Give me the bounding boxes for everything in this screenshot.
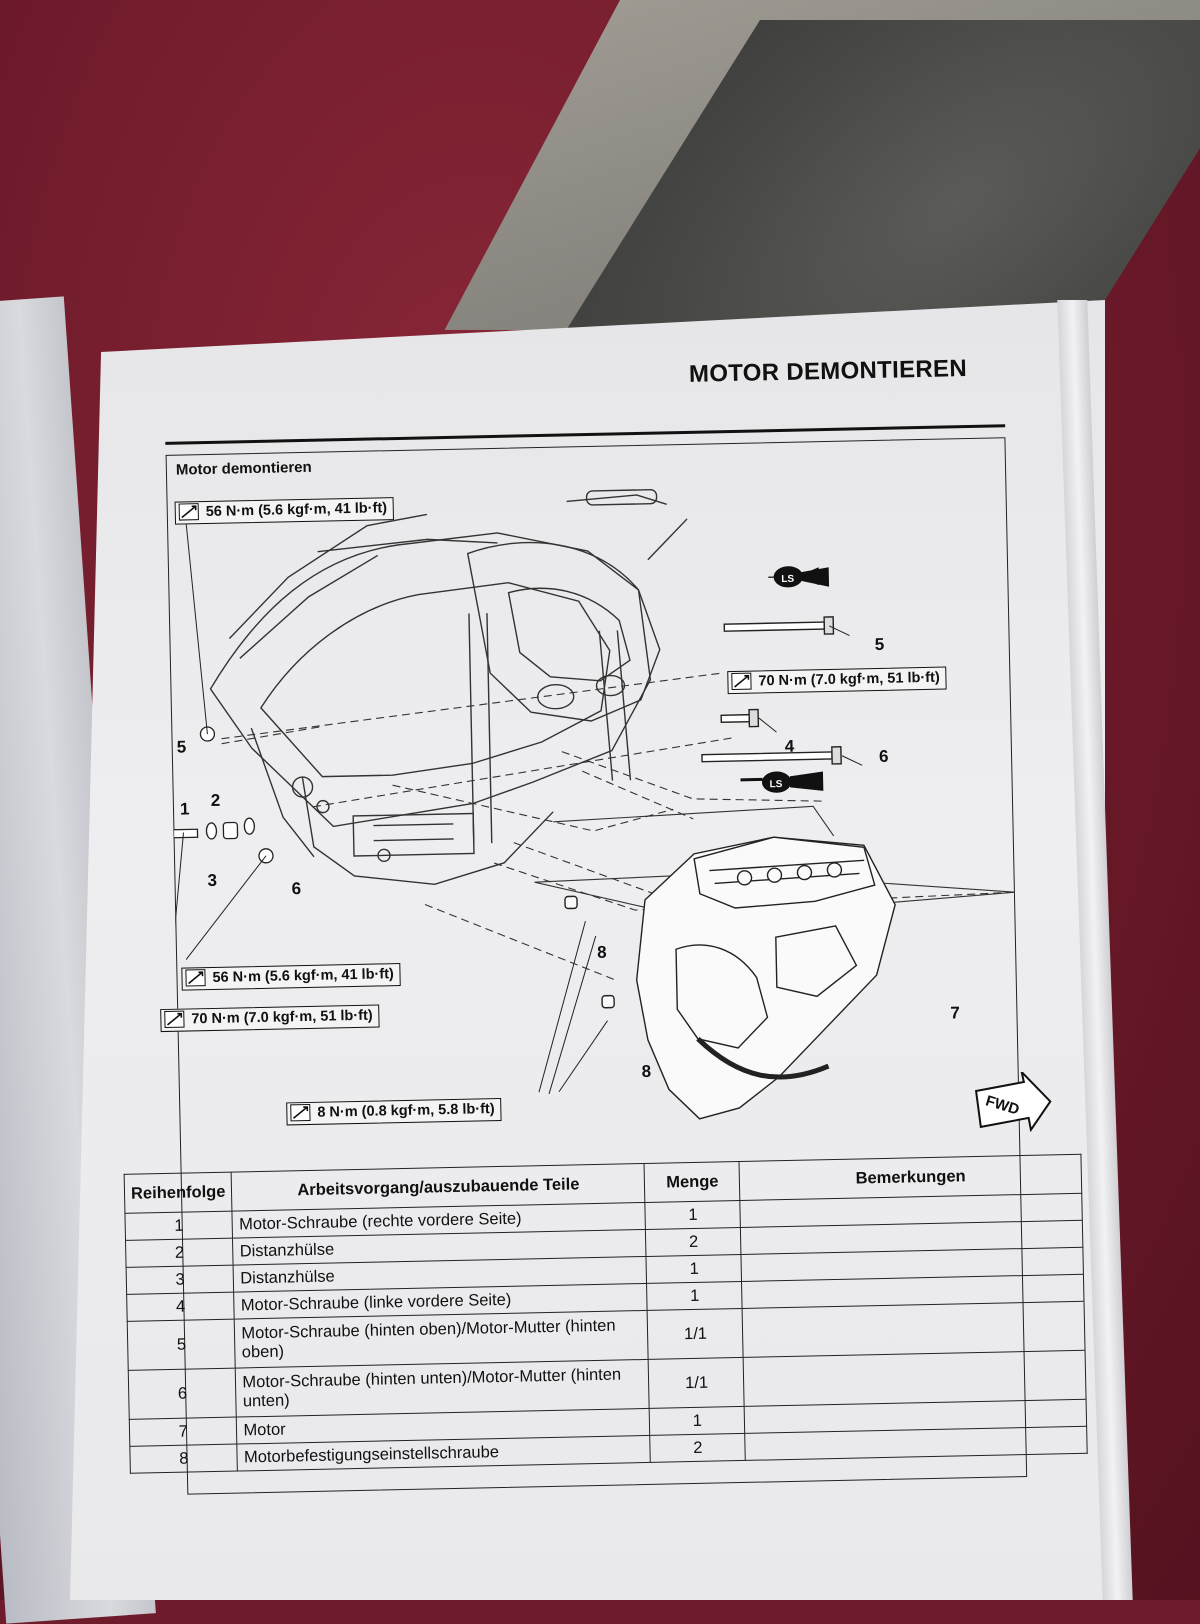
fork-left: [468, 613, 475, 844]
section-title: Motor demontieren: [175, 458, 312, 479]
ls-applicator-bottom: [740, 771, 824, 793]
row-qty: 1/1: [647, 1308, 744, 1360]
row-remarks: [743, 1350, 1087, 1407]
callout-4: 4: [784, 736, 795, 756]
bolt-6-right: [701, 751, 833, 763]
row-order: 5: [127, 1319, 236, 1371]
bolt-4: [720, 713, 753, 723]
row-qty: 1: [649, 1406, 746, 1436]
row-order: 2: [125, 1238, 234, 1268]
row-remarks: [742, 1301, 1086, 1358]
torque-label-lower-2: 70 N·m (7.0 kgf·m, 51 lb·ft): [160, 1004, 380, 1033]
torque-label-top-left: 56 N·m (5.6 kgf·m, 41 lb·ft): [174, 497, 395, 525]
bolt-1: [172, 828, 199, 839]
row-remarks: [745, 1426, 1088, 1461]
callout-2: 2: [210, 790, 221, 810]
torque-label-bottom: 8 N·m (0.8 kgf·m, 5.8 lb·ft): [286, 1097, 502, 1126]
ls-label-top: LS: [781, 574, 794, 585]
torque-wrench-icon: [164, 1010, 185, 1028]
headlight-cowl: [466, 541, 661, 722]
torque-wrench-icon: [290, 1103, 311, 1122]
row-order: 7: [129, 1417, 238, 1447]
torque-label-lower-1: 56 N·m (5.6 kgf·m, 41 lb·ft): [181, 963, 402, 991]
callout-5-right: 5: [874, 634, 885, 655]
callout-6-left: 6: [291, 879, 302, 899]
frame-inner: [260, 581, 611, 778]
callout-8-top: 8: [596, 942, 607, 962]
engine-diagram: LS LS: [166, 488, 1015, 1120]
fork-right: [598, 630, 614, 781]
frame-spar: [301, 776, 554, 886]
row-qty: 1/1: [648, 1357, 745, 1409]
row-order: 3: [126, 1265, 235, 1295]
row-order: 1: [124, 1211, 233, 1241]
ls-applicator-top: [768, 566, 830, 588]
callout-5-left: 5: [176, 737, 187, 757]
torque-wrench-icon: [731, 672, 752, 691]
torque-label-right: 70 N·m (7.0 kgf·m, 51 lb·ft): [727, 666, 947, 695]
cylinder-head: [693, 836, 876, 909]
callout-7: 7: [950, 1003, 961, 1023]
row-qty: 2: [650, 1433, 746, 1463]
header-qty: Menge: [644, 1161, 741, 1203]
row-qty: 1: [646, 1281, 743, 1311]
parts-table: Reihenfolge Arbeitsvorgang/auszubauende …: [124, 1154, 1088, 1474]
callout-1: 1: [179, 799, 190, 819]
callout-8-bottom: 8: [641, 1061, 652, 1082]
torque-wrench-icon: [185, 969, 206, 987]
torque-wrench-icon: [178, 503, 199, 521]
row-order: 8: [129, 1444, 238, 1474]
handlebar: [317, 494, 667, 553]
alignment-plane: [534, 872, 1015, 920]
callout-6-right: 6: [878, 746, 889, 766]
row-order: 6: [128, 1368, 237, 1420]
ls-label-bottom: LS: [769, 779, 782, 790]
row-part: Motor-Schraube (hinten oben)/Motor-Mutte…: [234, 1310, 649, 1369]
row-order: 4: [126, 1292, 235, 1322]
page-title: MOTOR DEMONTIEREN: [688, 355, 968, 388]
row-part: Motor-Schraube (hinten unten)/Motor-Mutt…: [235, 1359, 650, 1418]
bolt-5-right: [723, 621, 826, 632]
row-qty: 2: [645, 1227, 742, 1257]
row-qty: 1: [646, 1254, 742, 1284]
row-qty: 1: [645, 1200, 741, 1230]
callout-3: 3: [207, 870, 218, 891]
fwd-arrow-icon: FWD: [974, 1071, 1052, 1133]
header-order: Reihenfolge: [124, 1172, 233, 1214]
exhaust-pipe: [696, 1037, 830, 1080]
spacer-3: [222, 821, 239, 840]
